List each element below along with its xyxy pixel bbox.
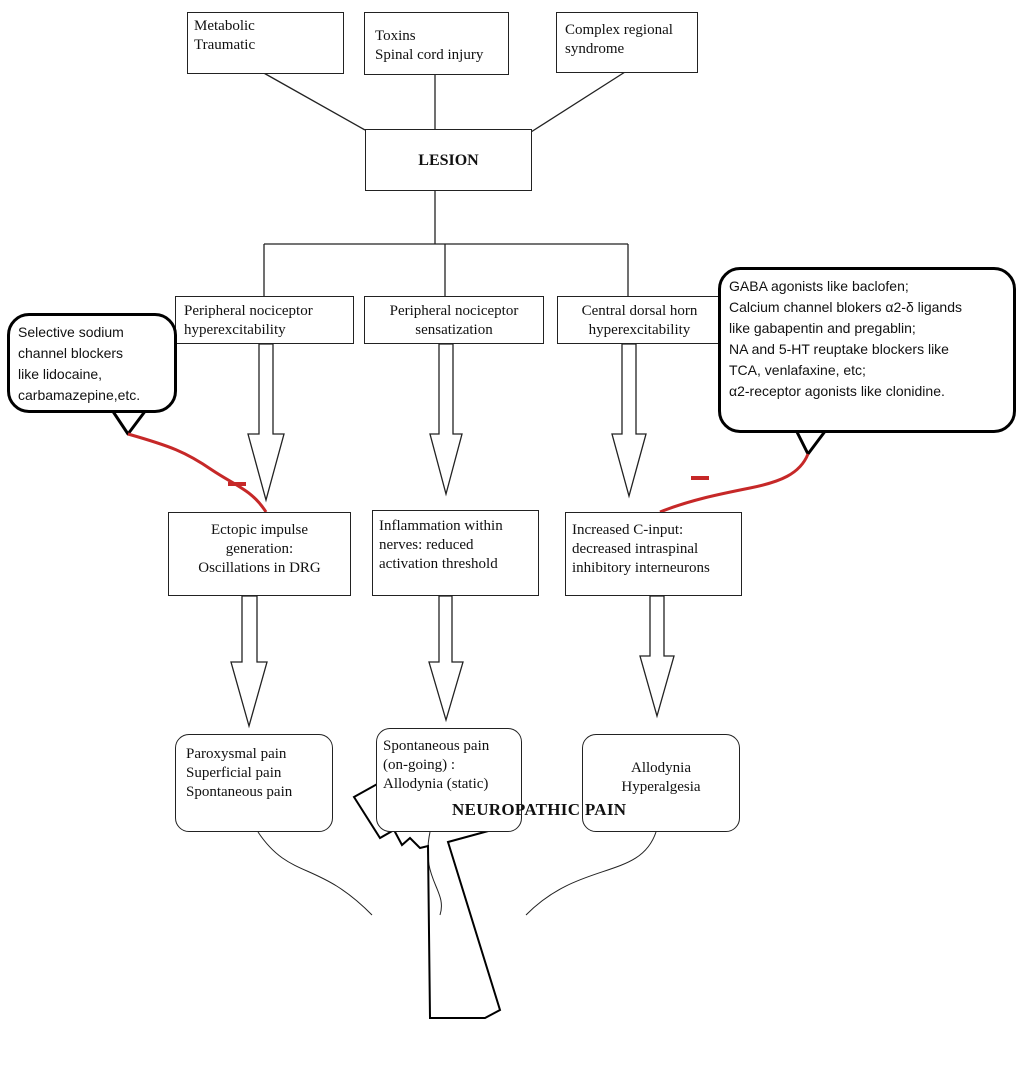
cause-text: syndrome <box>565 41 625 57</box>
connector-curve <box>427 831 442 916</box>
mechanism-box-peripheral-hyperexcitability: Peripheral nociceptor hyperexcitability <box>175 296 354 344</box>
lesion-title: LESION <box>418 152 479 169</box>
callout-text: NA and 5-HT reuptake blockers like <box>729 341 949 357</box>
callout-text: Selective sodium <box>18 324 124 340</box>
down-arrow-icon <box>230 595 268 729</box>
connector-curve <box>257 831 373 916</box>
outcome-box-allodynia: Allodynia Hyperalgesia <box>582 734 740 832</box>
cause-box-toxins: Toxins Spinal cord injury <box>364 12 509 75</box>
connector-line <box>261 71 366 131</box>
down-arrow-icon <box>428 595 464 723</box>
lesion-box: LESION <box>365 129 532 191</box>
process-text: generation: <box>225 541 294 557</box>
outcome-text: Paroxysmal pain <box>186 746 287 762</box>
outcome-text: Spontaneous pain <box>186 784 293 800</box>
process-text: decreased intraspinal <box>572 541 699 557</box>
cause-text: Complex regional <box>565 22 673 38</box>
mechanism-box-peripheral-sensatization: Peripheral nociceptor sensatization <box>364 296 544 344</box>
outcome-text: Hyperalgesia <box>621 779 701 795</box>
outcome-text: Allodynia <box>631 760 691 776</box>
callout-text: α2-receptor agonists like clonidine. <box>729 383 945 399</box>
mechanism-text: hyperexcitability <box>588 322 691 338</box>
callout-text: GABA agonists like baclofen; <box>729 278 909 294</box>
process-text: Oscillations in DRG <box>198 560 321 576</box>
down-arrow-icon <box>429 343 463 497</box>
outcome-text: Spontaneous pain <box>383 738 490 754</box>
neuropathic-pain-title: NEUROPATHIC PAIN <box>452 800 627 819</box>
callout-text: carbamazepine,etc. <box>18 387 141 403</box>
callout-tail <box>794 429 828 456</box>
process-text: Inflammation within <box>379 518 503 534</box>
down-arrow-icon <box>247 343 285 503</box>
mechanism-text: Peripheral nociceptor <box>389 303 519 319</box>
mechanism-text: Peripheral nociceptor <box>184 303 313 319</box>
cause-text: Toxins <box>375 28 416 44</box>
cause-text: Spinal cord injury <box>375 47 484 63</box>
process-text: activation threshold <box>379 556 498 572</box>
inhibition-minus-left <box>228 482 246 486</box>
cause-text: Metabolic <box>194 18 255 34</box>
process-box-increased-c-input: Increased C-input: decreased intraspinal… <box>565 512 742 596</box>
mechanism-box-central-dorsal-horn: Central dorsal horn hyperexcitability <box>557 296 722 344</box>
callout-tail <box>110 409 148 436</box>
callout-text: TCA, venlafaxine, etc; <box>729 362 866 378</box>
callout-text: channel blockers <box>18 345 124 361</box>
cause-box-metabolic: Metabolic Traumatic <box>187 12 344 74</box>
outcome-text: Allodynia (static) <box>383 776 489 792</box>
callout-text: Calcium channel blokers α2-δ ligands <box>729 299 962 315</box>
mechanism-text: hyperexcitability <box>184 322 286 338</box>
process-text: inhibitory interneurons <box>572 560 710 576</box>
outcome-box-spontaneous: Spontaneous pain (on-going) : Allodynia … <box>376 728 522 832</box>
cause-text: Traumatic <box>194 37 256 53</box>
inhibition-minus-right <box>691 476 709 480</box>
process-text: nerves: reduced <box>379 537 474 553</box>
mechanism-text: sensatization <box>415 322 493 338</box>
process-box-inflammation: Inflammation within nerves: reduced acti… <box>372 510 539 596</box>
outcome-text: (on-going) : <box>383 757 456 773</box>
connector-line <box>530 71 626 133</box>
callout-text: like gabapentin and pregablin; <box>729 320 916 336</box>
callout-sodium-channel-blockers: Selective sodium channel blockers like l… <box>7 313 177 413</box>
outcome-text: Superficial pain <box>186 765 282 781</box>
mechanism-text: Central dorsal horn <box>581 303 698 319</box>
callout-text: like lidocaine, <box>18 366 103 382</box>
outcome-box-paroxysmal: Paroxysmal pain Superficial pain Spontan… <box>175 734 333 832</box>
down-arrow-icon <box>639 595 675 719</box>
process-box-ectopic-impulse: Ectopic impulse generation: Oscillations… <box>168 512 351 596</box>
down-arrow-icon <box>611 343 647 499</box>
inhibition-line <box>659 453 810 514</box>
callout-gaba-calcium-agents: GABA agonists like baclofen; Calcium cha… <box>718 267 1016 433</box>
process-text: Ectopic impulse <box>210 522 309 538</box>
cause-box-complex-regional: Complex regional syndrome <box>556 12 698 73</box>
inhibition-line <box>127 432 268 513</box>
process-text: Increased C-input: <box>572 522 684 538</box>
connector-curve <box>525 831 657 916</box>
